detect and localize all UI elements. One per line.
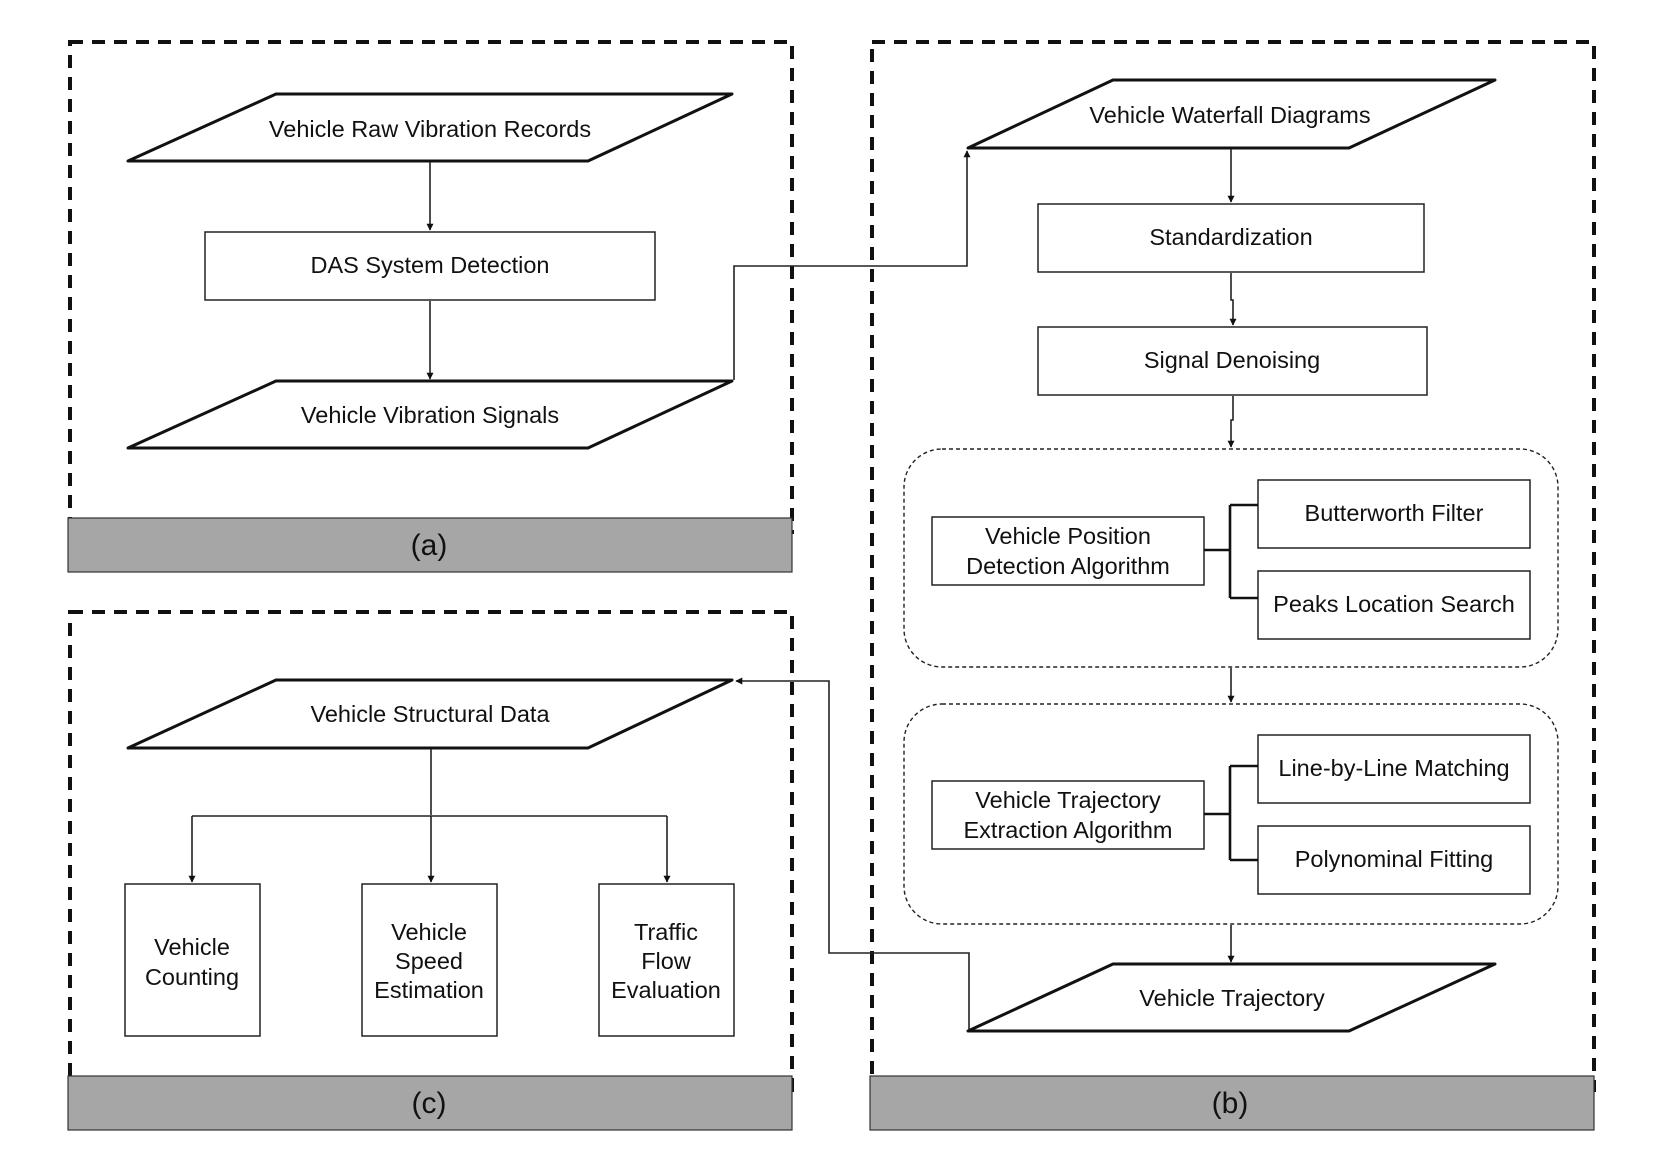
panel-b: (b) Vehicle Waterfall Diagrams Standardi… [869,40,1596,1131]
position-detection-algorithm-line2: Detection Algorithm [966,553,1170,579]
vehicle-speed-estimation-line2: Speed [395,948,463,974]
signal-denoising-node: Signal Denoising [1037,326,1428,396]
position-detection-group [903,448,1559,668]
trajectory-extraction-bracket [1204,764,1258,862]
arrow-trajectory-to-structural [735,677,970,1030]
arrow-standardization-to-denoising [1229,273,1237,326]
trajectory-extraction-algorithm-line1: Vehicle Trajectory [975,787,1161,813]
panel-a-caption: (a) [411,529,448,562]
vibration-signals-label: Vehicle Vibration Signals [301,402,559,428]
arrow-signals-to-waterfall [733,150,971,380]
trajectory-extraction-group [903,703,1559,925]
panel-b-border [870,40,1596,1092]
vehicle-counting-line2: Counting [145,964,239,990]
panel-b-caption: (b) [1212,1087,1249,1120]
vehicle-speed-estimation-node: Vehicle Speed Estimation [361,883,498,1037]
traffic-flow-evaluation-line3: Evaluation [611,977,721,1003]
standardization-label: Standardization [1149,224,1312,250]
waterfall-diagrams-node: Vehicle Waterfall Diagrams [966,78,1497,150]
butterworth-filter-node: Butterworth Filter [1257,479,1531,549]
panel-a-caption-bar [67,517,793,573]
trajectory-extraction-algorithm-node: Vehicle Trajectory Extraction Algorithm [931,780,1205,850]
line-by-line-matching-label: Line-by-Line Matching [1278,755,1509,781]
das-system-detection-label: DAS System Detection [310,252,549,278]
panel-c-border [68,610,794,1092]
raw-vibration-records-label: Vehicle Raw Vibration Records [269,116,591,142]
waterfall-diagrams-label: Vehicle Waterfall Diagrams [1089,102,1370,128]
raw-vibration-records-node: Vehicle Raw Vibration Records [126,92,734,163]
traffic-flow-evaluation-line2: Flow [641,948,692,974]
vehicle-trajectory-label: Vehicle Trajectory [1139,985,1325,1011]
vehicle-counting-line1: Vehicle [154,934,230,960]
vibration-signals-node: Vehicle Vibration Signals [126,379,734,450]
arrow-denoising-to-position-group [1227,396,1235,448]
line-by-line-matching-node: Line-by-Line Matching [1257,734,1531,804]
split-connector [192,749,667,817]
peaks-location-search-node: Peaks Location Search [1257,570,1531,640]
butterworth-filter-label: Butterworth Filter [1305,500,1484,526]
polynominal-fitting-label: Polynominal Fitting [1295,846,1494,872]
signal-denoising-label: Signal Denoising [1144,347,1320,373]
panel-c: (c) Vehicle Structural Data Vehicle Coun… [67,610,794,1131]
trajectory-extraction-algorithm-line2: Extraction Algorithm [964,817,1173,843]
structural-data-label: Vehicle Structural Data [310,701,550,727]
position-detection-bracket [1204,503,1258,600]
position-detection-algorithm-line1: Vehicle Position [985,523,1151,549]
position-detection-algorithm-node: Vehicle Position Detection Algorithm [931,516,1205,586]
traffic-flow-evaluation-node: Traffic Flow Evaluation [598,883,735,1037]
polynominal-fitting-node: Polynominal Fitting [1257,825,1531,895]
standardization-node: Standardization [1037,203,1425,273]
structural-data-node: Vehicle Structural Data [126,678,734,750]
vehicle-counting-node: Vehicle Counting [124,883,261,1037]
das-system-detection-node: DAS System Detection [204,231,656,301]
vehicle-speed-estimation-line3: Estimation [374,977,484,1003]
vehicle-speed-estimation-line1: Vehicle [391,919,467,945]
panel-b-caption-bar [869,1075,1595,1131]
panel-c-caption: (c) [412,1087,447,1120]
vehicle-trajectory-node: Vehicle Trajectory [966,962,1497,1033]
traffic-flow-evaluation-line1: Traffic [634,919,698,945]
peaks-location-search-label: Peaks Location Search [1273,591,1515,617]
panel-a: (a) Vehicle Raw Vibration Records DAS Sy… [67,40,794,573]
panel-c-caption-bar [67,1075,793,1131]
